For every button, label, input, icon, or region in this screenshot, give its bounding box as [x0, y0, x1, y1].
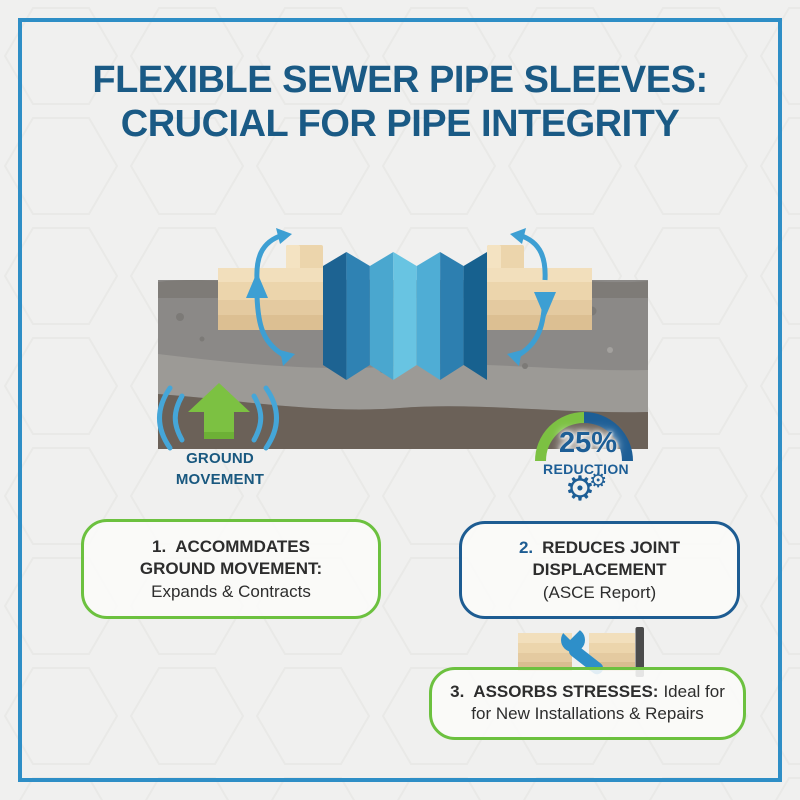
ground-movement-label-line2: MOVEMENT: [175, 471, 265, 488]
joint-pipe-right: [589, 633, 635, 671]
border-frame: [18, 18, 782, 782]
page-title: FLEXIBLE SEWER PIPE SLEEVES: CRUCIAL FOR…: [0, 58, 800, 146]
vibration-arcs-left-icon: [157, 385, 185, 451]
gauge-value: 25%: [558, 427, 618, 459]
gear-large-icon: ⚙: [564, 469, 596, 509]
callout-box-3: 3. ASSORBS STRESSES:Ideal for for New Ins…: [429, 667, 746, 740]
callout-1-line1: 1. ACCOMMDATES: [90, 536, 372, 558]
callout-3-detail: for New Installations & Repairs: [471, 704, 704, 724]
pipe-right: [487, 245, 592, 330]
callout-box-1: 1. ACCOMMDATES GROUND MOVEMENT: Expands &…: [81, 519, 381, 620]
ground-movement-arrow-icon: [188, 383, 250, 439]
ground-movement-label-line1: GROUND: [186, 450, 254, 467]
callout-1-title1: ACCOMMDATES: [175, 537, 310, 556]
callout-1-detail: Expands & Contracts: [151, 581, 311, 601]
callout-3-number: 3.: [450, 682, 465, 701]
ground-movement-label: GROUND MOVEMENT: [150, 448, 290, 490]
soil-dark-layer: [158, 394, 648, 449]
callout-2-title1: REDUCES JOINT: [542, 538, 681, 557]
joint-pipe-left: [518, 633, 572, 671]
gears-icon: ⚙ ⚙: [550, 468, 622, 509]
callout-1-title2: GROUND MOVEMENT:: [139, 559, 323, 579]
callout-3-title-rest: Ideal for: [663, 682, 725, 701]
flexible-sleeve-bellows: [323, 252, 487, 380]
vibration-arcs-right-icon: [251, 385, 279, 451]
pipe-left: [218, 245, 323, 330]
flange-bar: [635, 627, 644, 677]
callout-2-detail: (ASCE Report): [542, 582, 657, 602]
pipe-joint-repair-icon: [518, 627, 644, 677]
gauge-label: REDUCTION: [543, 461, 629, 477]
rotation-arrow-right-icon: [507, 228, 556, 366]
title-line-1: FLEXIBLE SEWER PIPE SLEEVES:: [92, 59, 708, 101]
gear-small-icon: ⚙: [589, 468, 608, 492]
gauge-arc-blue: [583, 412, 633, 462]
callout-3-line1: 3. ASSORBS STRESSES:Ideal for: [436, 681, 739, 703]
callout-1-number: 1.: [152, 537, 167, 556]
title-line-2: CRUCIAL FOR PIPE INTEGRITY: [120, 103, 680, 146]
callout-3-title: ASSORBS STRESSES:: [473, 682, 659, 701]
callout-2-line1: 2. REDUCES JOINT: [468, 537, 731, 559]
rotation-arrow-left-icon: [246, 228, 295, 366]
pipe-illustration: [157, 228, 648, 462]
callout-2-title2: DISPLACEMENT: [532, 560, 667, 580]
gauge-arc-green: [535, 412, 585, 462]
wrench-icon: [561, 628, 604, 675]
callout-2-number: 2.: [518, 538, 534, 557]
callout-box-2: 2. REDUCES JOINT DISPLACEMENT (ASCE Repor…: [459, 521, 740, 620]
